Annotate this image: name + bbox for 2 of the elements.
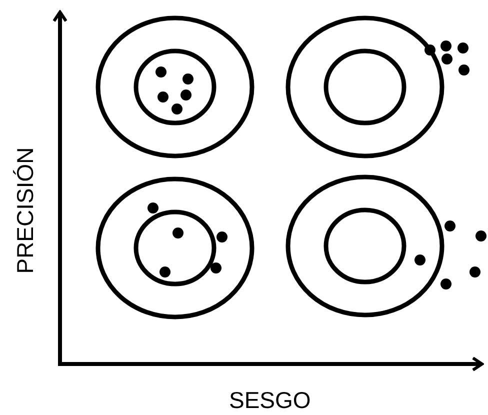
- axis-title: PRECISIÓN: [13, 146, 36, 274]
- axis-title: SESGO: [229, 388, 311, 412]
